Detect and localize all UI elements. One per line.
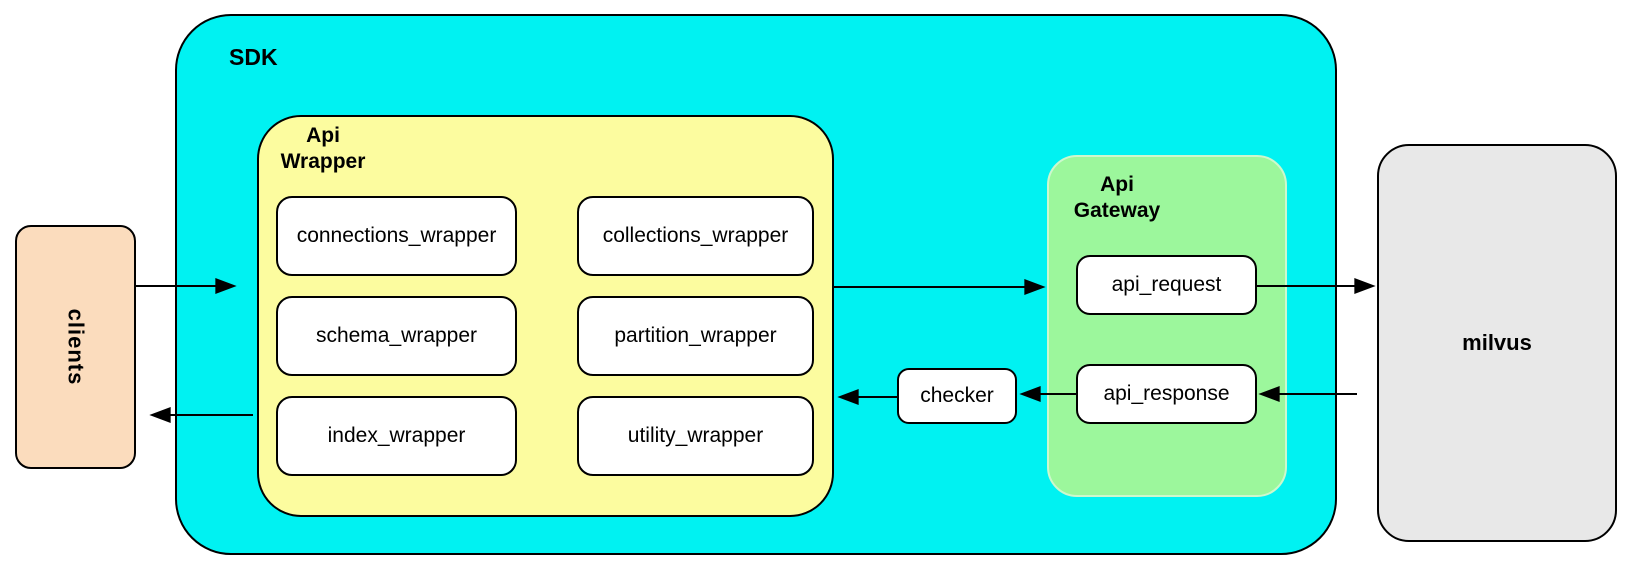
api-gateway-label: Api Gateway	[1069, 172, 1165, 225]
api-gateway-label-line2: Gateway	[1073, 199, 1161, 223]
utility-wrapper-label: utility_wrapper	[627, 424, 764, 447]
index-wrapper-label: index_wrapper	[327, 424, 466, 447]
partition-wrapper-label: partition_wrapper	[614, 324, 777, 347]
checker-label: checker	[920, 384, 994, 407]
clients-label: clients	[63, 308, 89, 386]
api-gateway-label-line1: Api	[1100, 173, 1134, 196]
api-gateway-container: Api Gateway	[1047, 155, 1287, 497]
clients-box: clients	[15, 225, 136, 469]
index-wrapper-box: index_wrapper	[276, 396, 517, 476]
milvus-label: milvus	[1462, 330, 1532, 355]
api-wrapper-label: Api Wrapper	[267, 123, 379, 176]
collections-wrapper-label: collections_wrapper	[602, 224, 789, 247]
api-wrapper-label-line1: Api	[306, 124, 340, 147]
schema-wrapper-box: schema_wrapper	[276, 296, 517, 376]
partition-wrapper-box: partition_wrapper	[577, 296, 814, 376]
checker-box: checker	[897, 368, 1017, 424]
schema-wrapper-label: schema_wrapper	[315, 324, 478, 347]
api-request-label: api_request	[1111, 273, 1222, 296]
collections-wrapper-box: collections_wrapper	[577, 196, 814, 276]
sdk-label: SDK	[229, 44, 278, 70]
connections-wrapper-label: connections_wrapper	[296, 224, 497, 247]
milvus-box: milvus	[1377, 144, 1617, 542]
api-wrapper-label-line2: Wrapper	[280, 150, 366, 174]
api-request-box: api_request	[1076, 255, 1257, 315]
utility-wrapper-box: utility_wrapper	[577, 396, 814, 476]
api-response-label: api_response	[1103, 382, 1230, 405]
connections-wrapper-box: connections_wrapper	[276, 196, 517, 276]
api-response-box: api_response	[1076, 364, 1257, 424]
